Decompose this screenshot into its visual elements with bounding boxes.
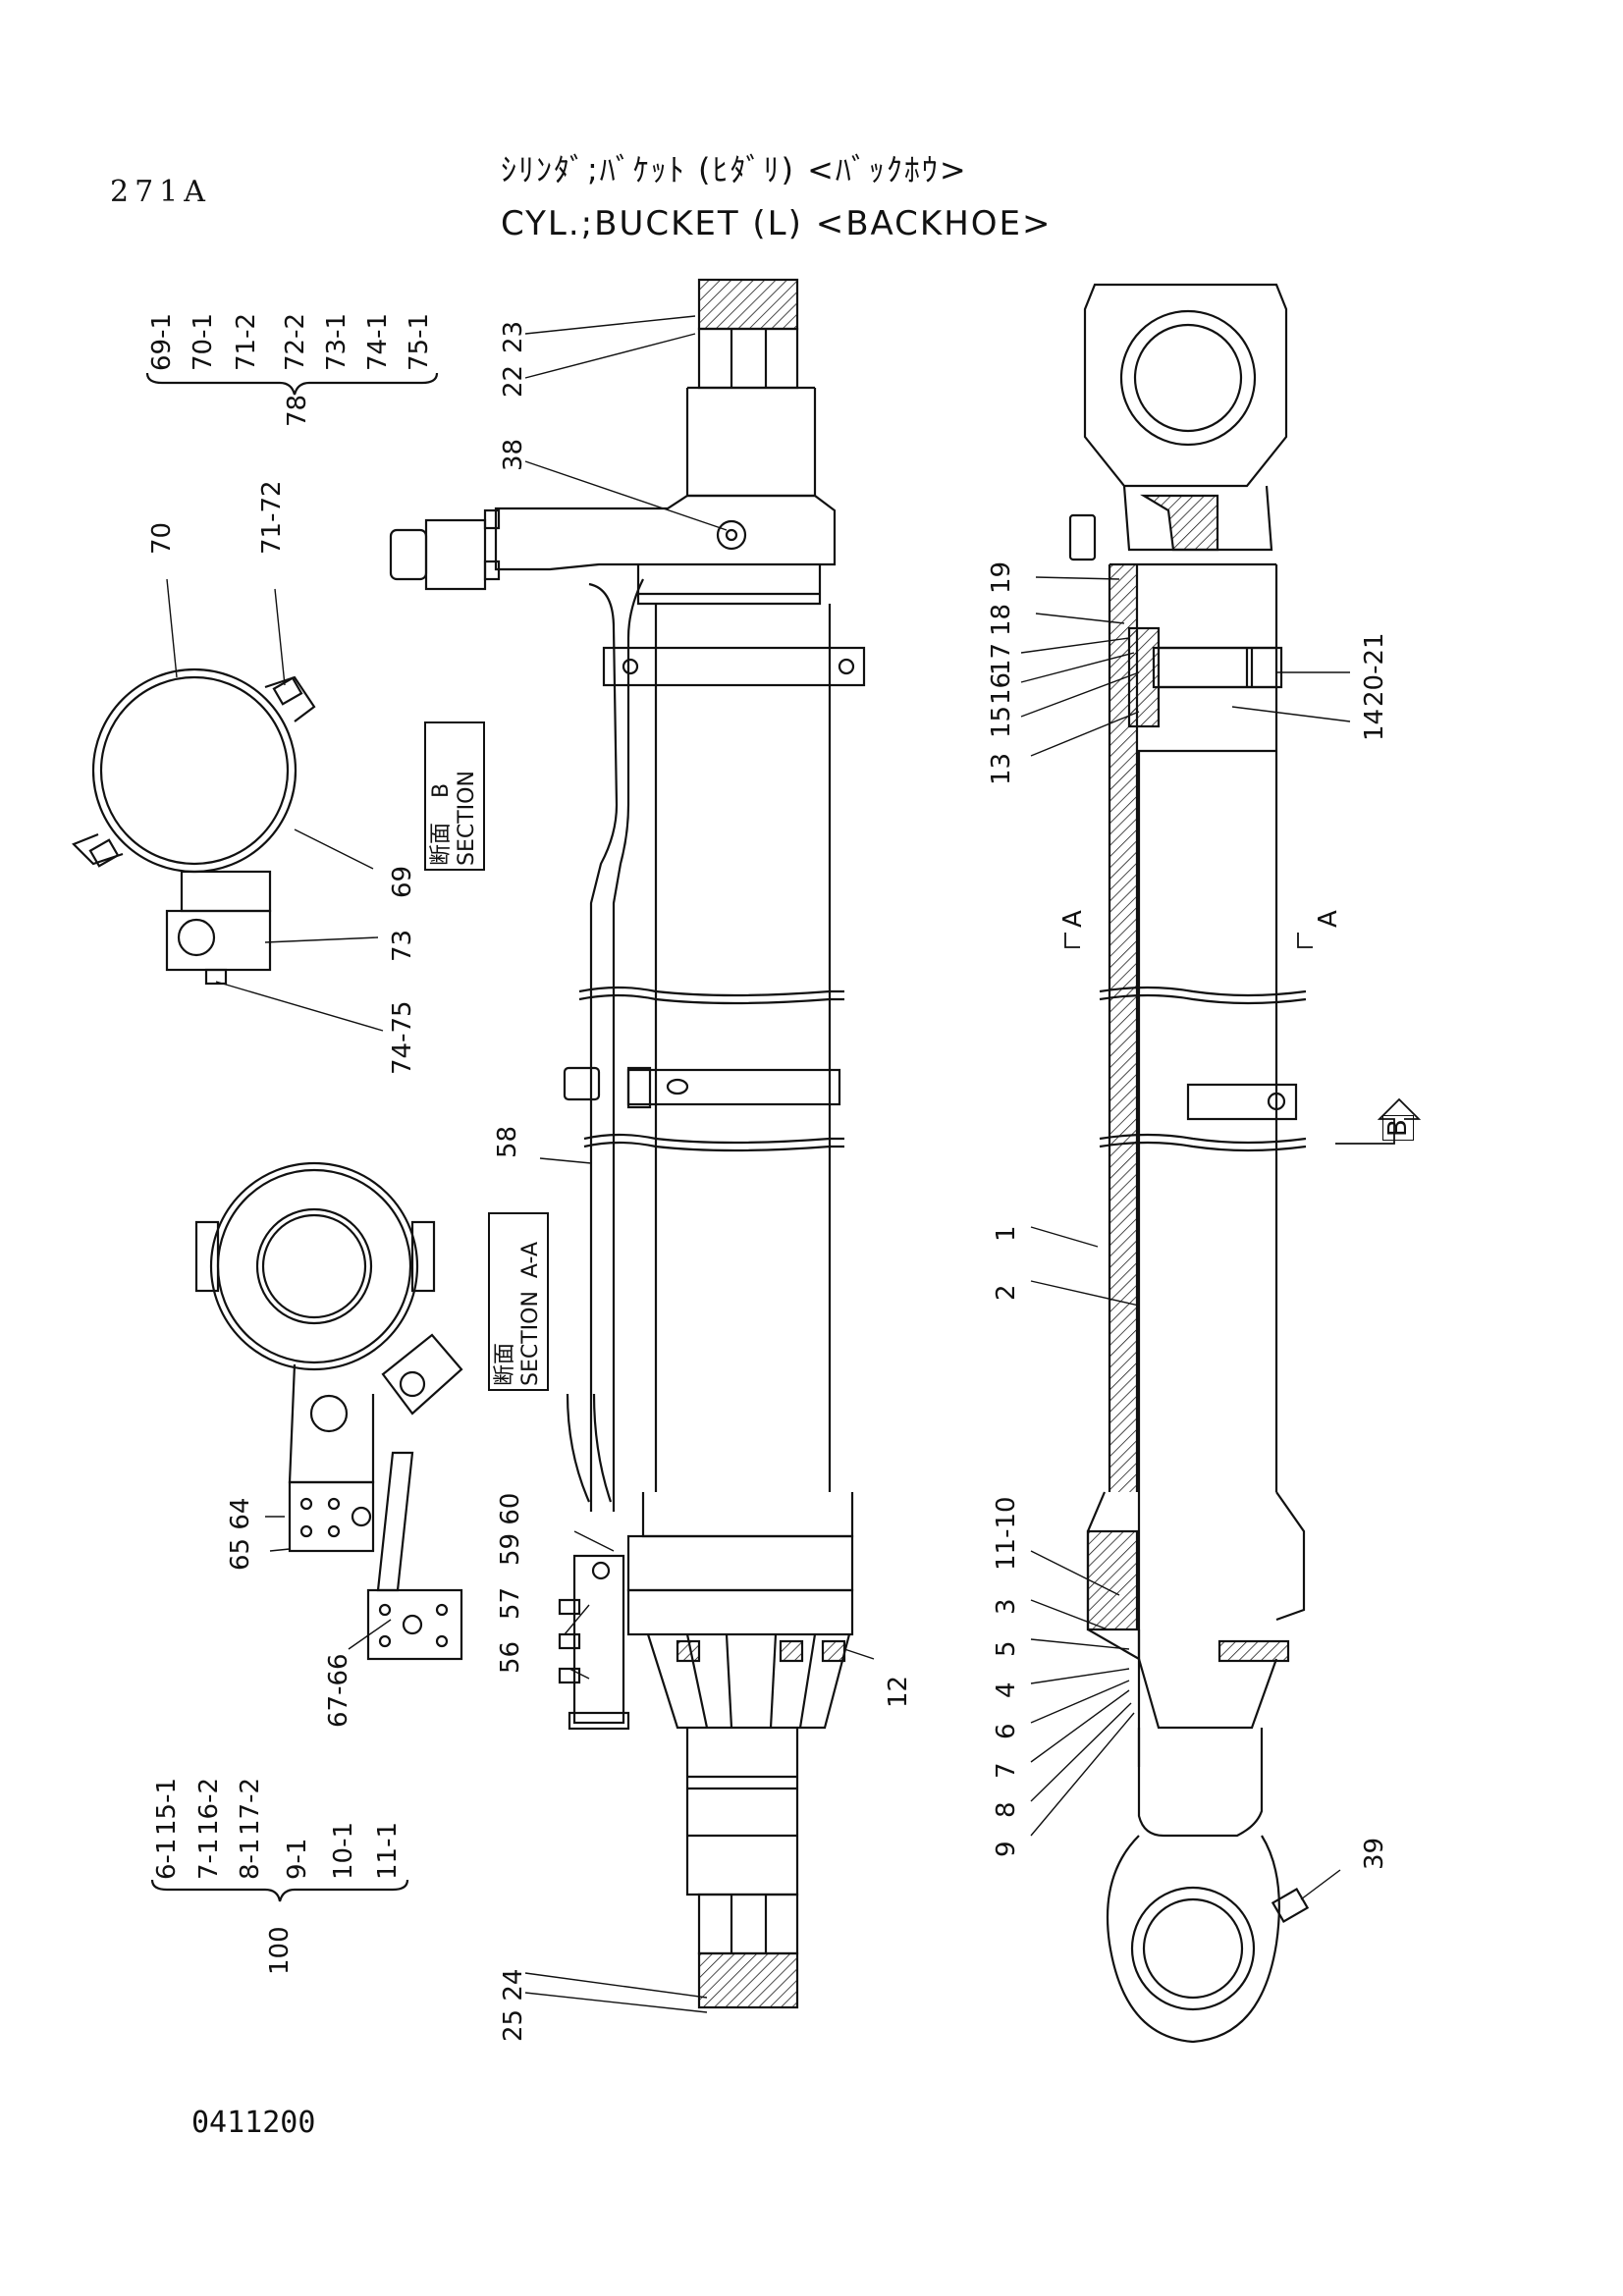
section-jp: 断面 (429, 822, 454, 866)
callout-13: 13 (987, 752, 1016, 785)
section-b-detail (72, 667, 316, 986)
section-marker-a-left: A (1058, 910, 1088, 928)
kit-item: 15-1 (152, 1777, 182, 1836)
callout-3: 3 (992, 1598, 1021, 1615)
callout-18: 18 (987, 603, 1016, 636)
section-b-label: 断面 B SECTION (424, 721, 485, 871)
kit-item: 9-1 (283, 1838, 312, 1880)
section-jp: 断面 (493, 1342, 517, 1386)
callout-15: 15 (987, 705, 1016, 738)
callout-4: 4 (992, 1682, 1021, 1698)
kit-item: 16-2 (194, 1777, 224, 1836)
drawing-number: 0411200 (191, 2106, 316, 2140)
kit-number: 100 (265, 1926, 295, 1975)
callout-6: 6 (992, 1723, 1021, 1739)
callout-2: 2 (992, 1284, 1021, 1301)
section-marker-b: B (1382, 1115, 1414, 1141)
title-japanese: ｼﾘﾝﾀﾞ;ﾊﾞｹｯﾄ (ﾋﾀﾞﾘ) <ﾊﾞｯｸﾎｳ> (501, 151, 968, 188)
callout-7: 7 (992, 1762, 1021, 1779)
callout-19: 19 (987, 561, 1016, 594)
callout-69: 69 (388, 865, 417, 898)
section-markers (1064, 933, 1422, 1145)
cylinder-section-view (1068, 283, 1310, 2044)
callout-70: 70 (147, 521, 177, 555)
section-aa-label: 断面 SECTION A-A (488, 1212, 549, 1391)
section-letter: B (429, 782, 454, 798)
section-en: SECTION (455, 771, 479, 866)
kit-number: 78 (283, 394, 312, 427)
section-letter: A-A (518, 1241, 543, 1279)
callout-17: 17 (987, 642, 1016, 675)
callout-12: 12 (884, 1675, 913, 1708)
callout-1: 1 (992, 1225, 1021, 1242)
kit-item: 8-1 (236, 1838, 265, 1880)
kit-100-brace (150, 1879, 409, 1902)
kit-item: 6-1 (152, 1838, 182, 1880)
kit-item: 7-1 (194, 1838, 224, 1880)
callout-59-60: 59 60 (496, 1492, 525, 1566)
title-english: CYL.;BUCKET (L) <BACKHOE> (501, 204, 1053, 243)
kit-item: 11-1 (373, 1821, 403, 1880)
callout-11-10: 11-10 (992, 1496, 1021, 1571)
page-code: 271A (110, 175, 211, 209)
kit-item: 69-1 (147, 312, 177, 371)
kit-item: 75-1 (405, 312, 434, 371)
cylinder-exterior-view (389, 278, 866, 2009)
callout-56: 56 (496, 1640, 525, 1674)
callout-57: 57 (496, 1586, 525, 1620)
kit-item: 17-2 (236, 1777, 265, 1836)
callout-38: 38 (499, 438, 528, 471)
callout-74-75: 74-75 (388, 1000, 417, 1075)
callout-58: 58 (493, 1125, 522, 1158)
leader-lines (166, 315, 1351, 2013)
callout-73: 73 (388, 929, 417, 962)
section-en: SECTION (518, 1291, 543, 1386)
callout-39: 39 (1360, 1837, 1389, 1870)
callout-20-21: 20-21 (1360, 632, 1389, 707)
section-aa-detail (194, 1161, 463, 1661)
kit-78-brace (145, 372, 439, 396)
callout-14: 14 (1360, 708, 1389, 741)
kit-item: 73-1 (322, 312, 352, 371)
callout-22: 22 (499, 364, 528, 398)
kit-item: 74-1 (363, 312, 393, 371)
kit-item: 72-2 (281, 312, 310, 371)
callout-25-24: 25 24 (499, 1968, 528, 2042)
callout-8: 8 (992, 1801, 1021, 1818)
kit-item: 71-2 (232, 312, 261, 371)
callout-5: 5 (992, 1640, 1021, 1657)
callout-23: 23 (499, 320, 528, 353)
callout-67-66: 67-66 (324, 1653, 353, 1728)
callout-71-72: 71-72 (257, 480, 287, 555)
callout-9: 9 (992, 1841, 1021, 1857)
callout-16: 16 (987, 671, 1016, 705)
kit-item: 70-1 (189, 312, 218, 371)
kit-item: 10-1 (329, 1821, 358, 1880)
callout-65-64: 65 64 (226, 1497, 255, 1571)
section-marker-a-right: A (1314, 910, 1343, 928)
